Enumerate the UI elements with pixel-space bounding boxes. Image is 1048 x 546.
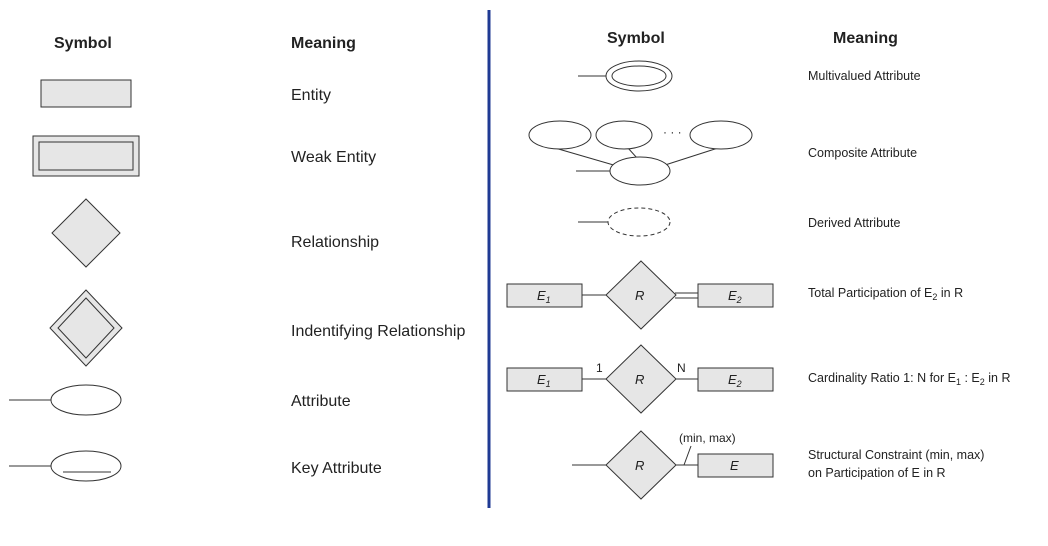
multivalued-attribute-symbol	[578, 60, 673, 92]
structural-constraint-meaning-line2: on Participation of E in R	[808, 466, 946, 480]
derived-attribute-symbol	[578, 207, 671, 237]
relationship-symbol	[51, 198, 121, 268]
cardinality-n-label: N	[677, 361, 686, 375]
weak-entity-meaning: Weak Entity	[291, 149, 376, 166]
total-r-label: R	[635, 288, 644, 303]
composite-attribute-symbol: · · ·	[528, 120, 753, 186]
key-attribute-meaning: Key Attribute	[291, 460, 382, 477]
attribute-symbol	[9, 384, 122, 416]
entity-symbol	[40, 79, 132, 108]
composite-ellipsis: · · ·	[663, 125, 682, 139]
cardinality-ratio-symbol: 1 N E1 R E2	[506, 344, 774, 414]
derived-attribute-meaning: Derived Attribute	[808, 216, 900, 230]
total-participation-symbol: E1 R E2	[506, 260, 774, 330]
left-symbol-header: Symbol	[54, 35, 112, 52]
cardinality-one-label: 1	[596, 361, 603, 375]
cardinality-ratio-meaning: Cardinality Ratio 1: N for E1 : E2 in R	[808, 371, 1010, 387]
left-meaning-header: Meaning	[291, 35, 356, 52]
right-meaning-header: Meaning	[833, 30, 898, 47]
cardinality-r-label: R	[635, 372, 644, 387]
structural-r-label: R	[635, 458, 644, 473]
svg-text:E1: E1	[537, 288, 551, 305]
relationship-meaning: Relationship	[291, 234, 379, 251]
weak-entity-symbol	[32, 135, 140, 177]
svg-text:E1: E1	[537, 372, 551, 389]
min-max-label: (min, max)	[679, 431, 736, 445]
right-symbol-header: Symbol	[607, 30, 665, 47]
attribute-meaning: Attribute	[291, 393, 351, 410]
svg-text:E2: E2	[728, 288, 742, 305]
structural-constraint-meaning-line1: Structural Constraint (min, max)	[808, 448, 984, 462]
identifying-relationship-meaning: Indentifying Relationship	[291, 323, 465, 340]
entity-meaning: Entity	[291, 87, 331, 104]
key-attribute-symbol	[9, 450, 122, 482]
identifying-relationship-symbol	[49, 289, 123, 367]
total-participation-meaning: Total Participation of E2 in R	[808, 286, 963, 302]
structural-constraint-symbol: (min, max) R E	[572, 430, 774, 500]
svg-text:E2: E2	[728, 372, 742, 389]
structural-e-label: E	[730, 458, 739, 473]
multivalued-attribute-meaning: Multivalued Attribute	[808, 69, 921, 83]
composite-attribute-meaning: Composite Attribute	[808, 146, 917, 160]
